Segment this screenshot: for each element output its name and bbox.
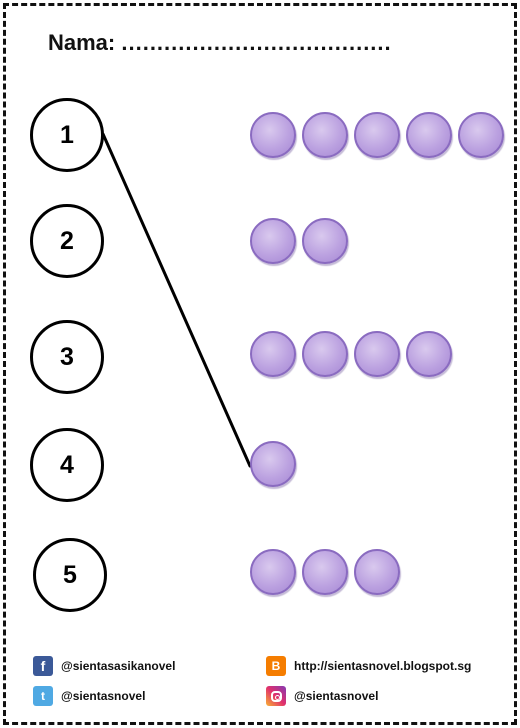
name-field[interactable]: Nama: ..................................… xyxy=(48,30,468,64)
number-circle-5[interactable]: 5 xyxy=(33,538,107,612)
dot-group-row-2[interactable] xyxy=(250,218,348,266)
number-circle-4[interactable]: 4 xyxy=(30,428,104,502)
counting-dot xyxy=(302,218,348,264)
counting-dot xyxy=(250,112,296,158)
twitter-icon: t xyxy=(33,686,53,706)
dot-group-row-5[interactable] xyxy=(250,549,400,597)
dot-group-row-4[interactable] xyxy=(250,441,296,489)
dashed-border-frame xyxy=(3,3,517,725)
counting-dot xyxy=(250,549,296,595)
number-label: 2 xyxy=(60,226,74,255)
number-circle-1[interactable]: 1 xyxy=(30,98,104,172)
instagram-handle: @sientasnovel xyxy=(294,689,379,703)
number-label: 3 xyxy=(60,342,74,371)
blogger-url: http://sientasnovel.blogspot.sg xyxy=(294,659,472,673)
name-blank-dots[interactable]: ...................................... xyxy=(121,30,392,55)
number-circle-2[interactable]: 2 xyxy=(30,204,104,278)
counting-dot xyxy=(406,112,452,158)
counting-dot xyxy=(458,112,504,158)
blogger-link[interactable]: B http://sientasnovel.blogspot.sg xyxy=(266,656,471,676)
instagram-icon xyxy=(266,686,286,706)
counting-dot xyxy=(354,549,400,595)
number-circle-3[interactable]: 3 xyxy=(30,320,104,394)
counting-dot xyxy=(302,331,348,377)
facebook-handle: @sientasasikanovel xyxy=(61,659,176,673)
counting-dot xyxy=(302,112,348,158)
facebook-icon: f xyxy=(33,656,53,676)
dot-group-row-3[interactable] xyxy=(250,331,452,379)
counting-dot xyxy=(250,218,296,264)
counting-dot xyxy=(354,331,400,377)
dot-group-row-1[interactable] xyxy=(250,112,504,160)
twitter-link[interactable]: t @sientasnovel xyxy=(33,686,145,706)
twitter-handle: @sientasnovel xyxy=(61,689,146,703)
counting-dot xyxy=(302,549,348,595)
number-label: 1 xyxy=(60,120,74,149)
number-label: 4 xyxy=(60,450,74,479)
counting-dot xyxy=(250,441,296,487)
facebook-link[interactable]: f @sientasasikanovel xyxy=(33,656,175,676)
number-label: 5 xyxy=(63,560,77,589)
counting-dot xyxy=(406,331,452,377)
blogger-icon: B xyxy=(266,656,286,676)
counting-dot xyxy=(354,112,400,158)
instagram-link[interactable]: @sientasnovel xyxy=(266,686,378,706)
counting-dot xyxy=(250,331,296,377)
name-label: Nama: xyxy=(48,30,116,55)
